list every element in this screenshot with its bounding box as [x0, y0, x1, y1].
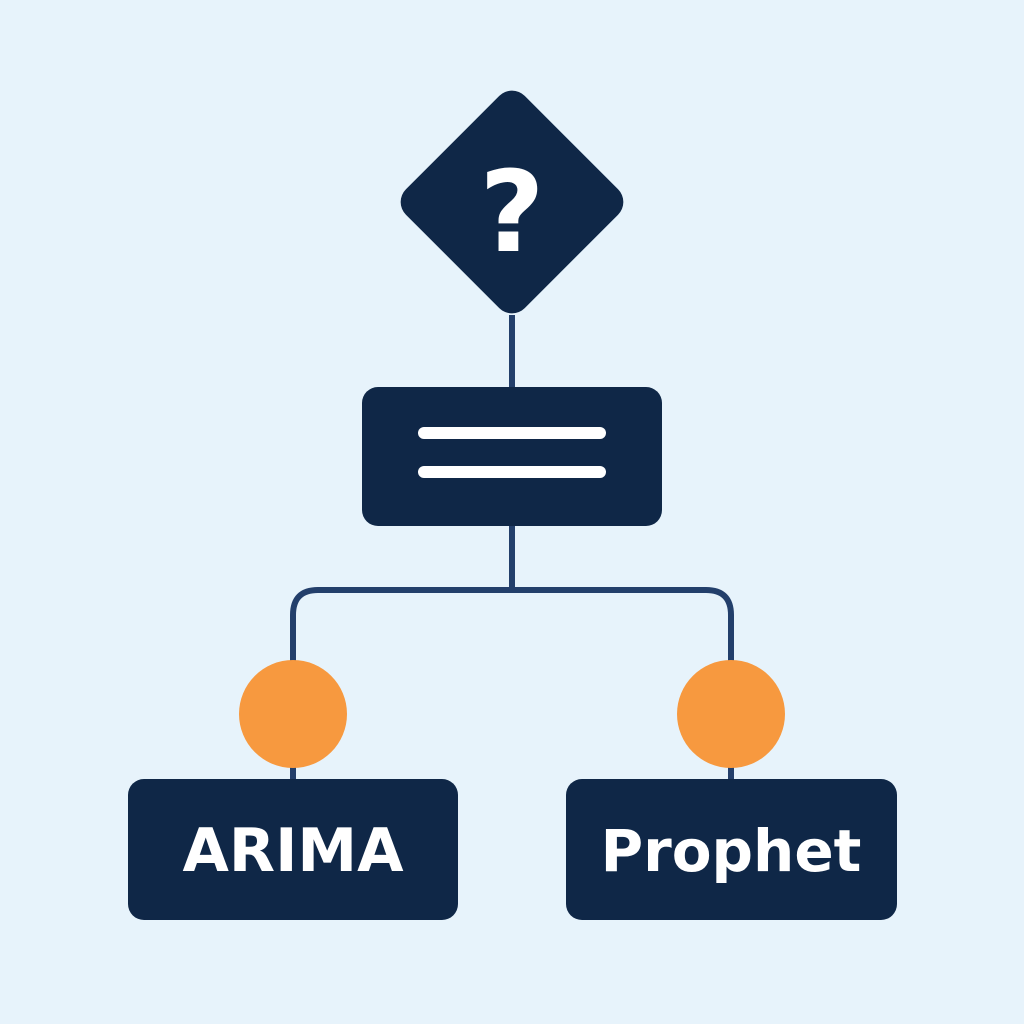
- process-node: [362, 387, 662, 526]
- junction-dot-right: [677, 660, 785, 768]
- branch-node-prophet: Prophet: [566, 779, 897, 920]
- connectors: [290, 315, 734, 780]
- prophet-label: Prophet: [601, 817, 862, 885]
- lines-icon: [418, 427, 606, 478]
- decision-node: ?: [400, 90, 624, 314]
- process-box: [362, 387, 662, 526]
- arima-label: ARIMA: [182, 816, 404, 886]
- connector-split-left: [290, 587, 512, 780]
- junction-dot-left: [239, 660, 347, 768]
- prophet-box: [566, 779, 897, 920]
- arima-box: [128, 779, 458, 920]
- question-mark-icon: ?: [480, 148, 545, 278]
- branch-node-arima: ARIMA: [128, 779, 458, 920]
- connector-split-right: [512, 587, 734, 780]
- decision-diamond: [400, 90, 624, 314]
